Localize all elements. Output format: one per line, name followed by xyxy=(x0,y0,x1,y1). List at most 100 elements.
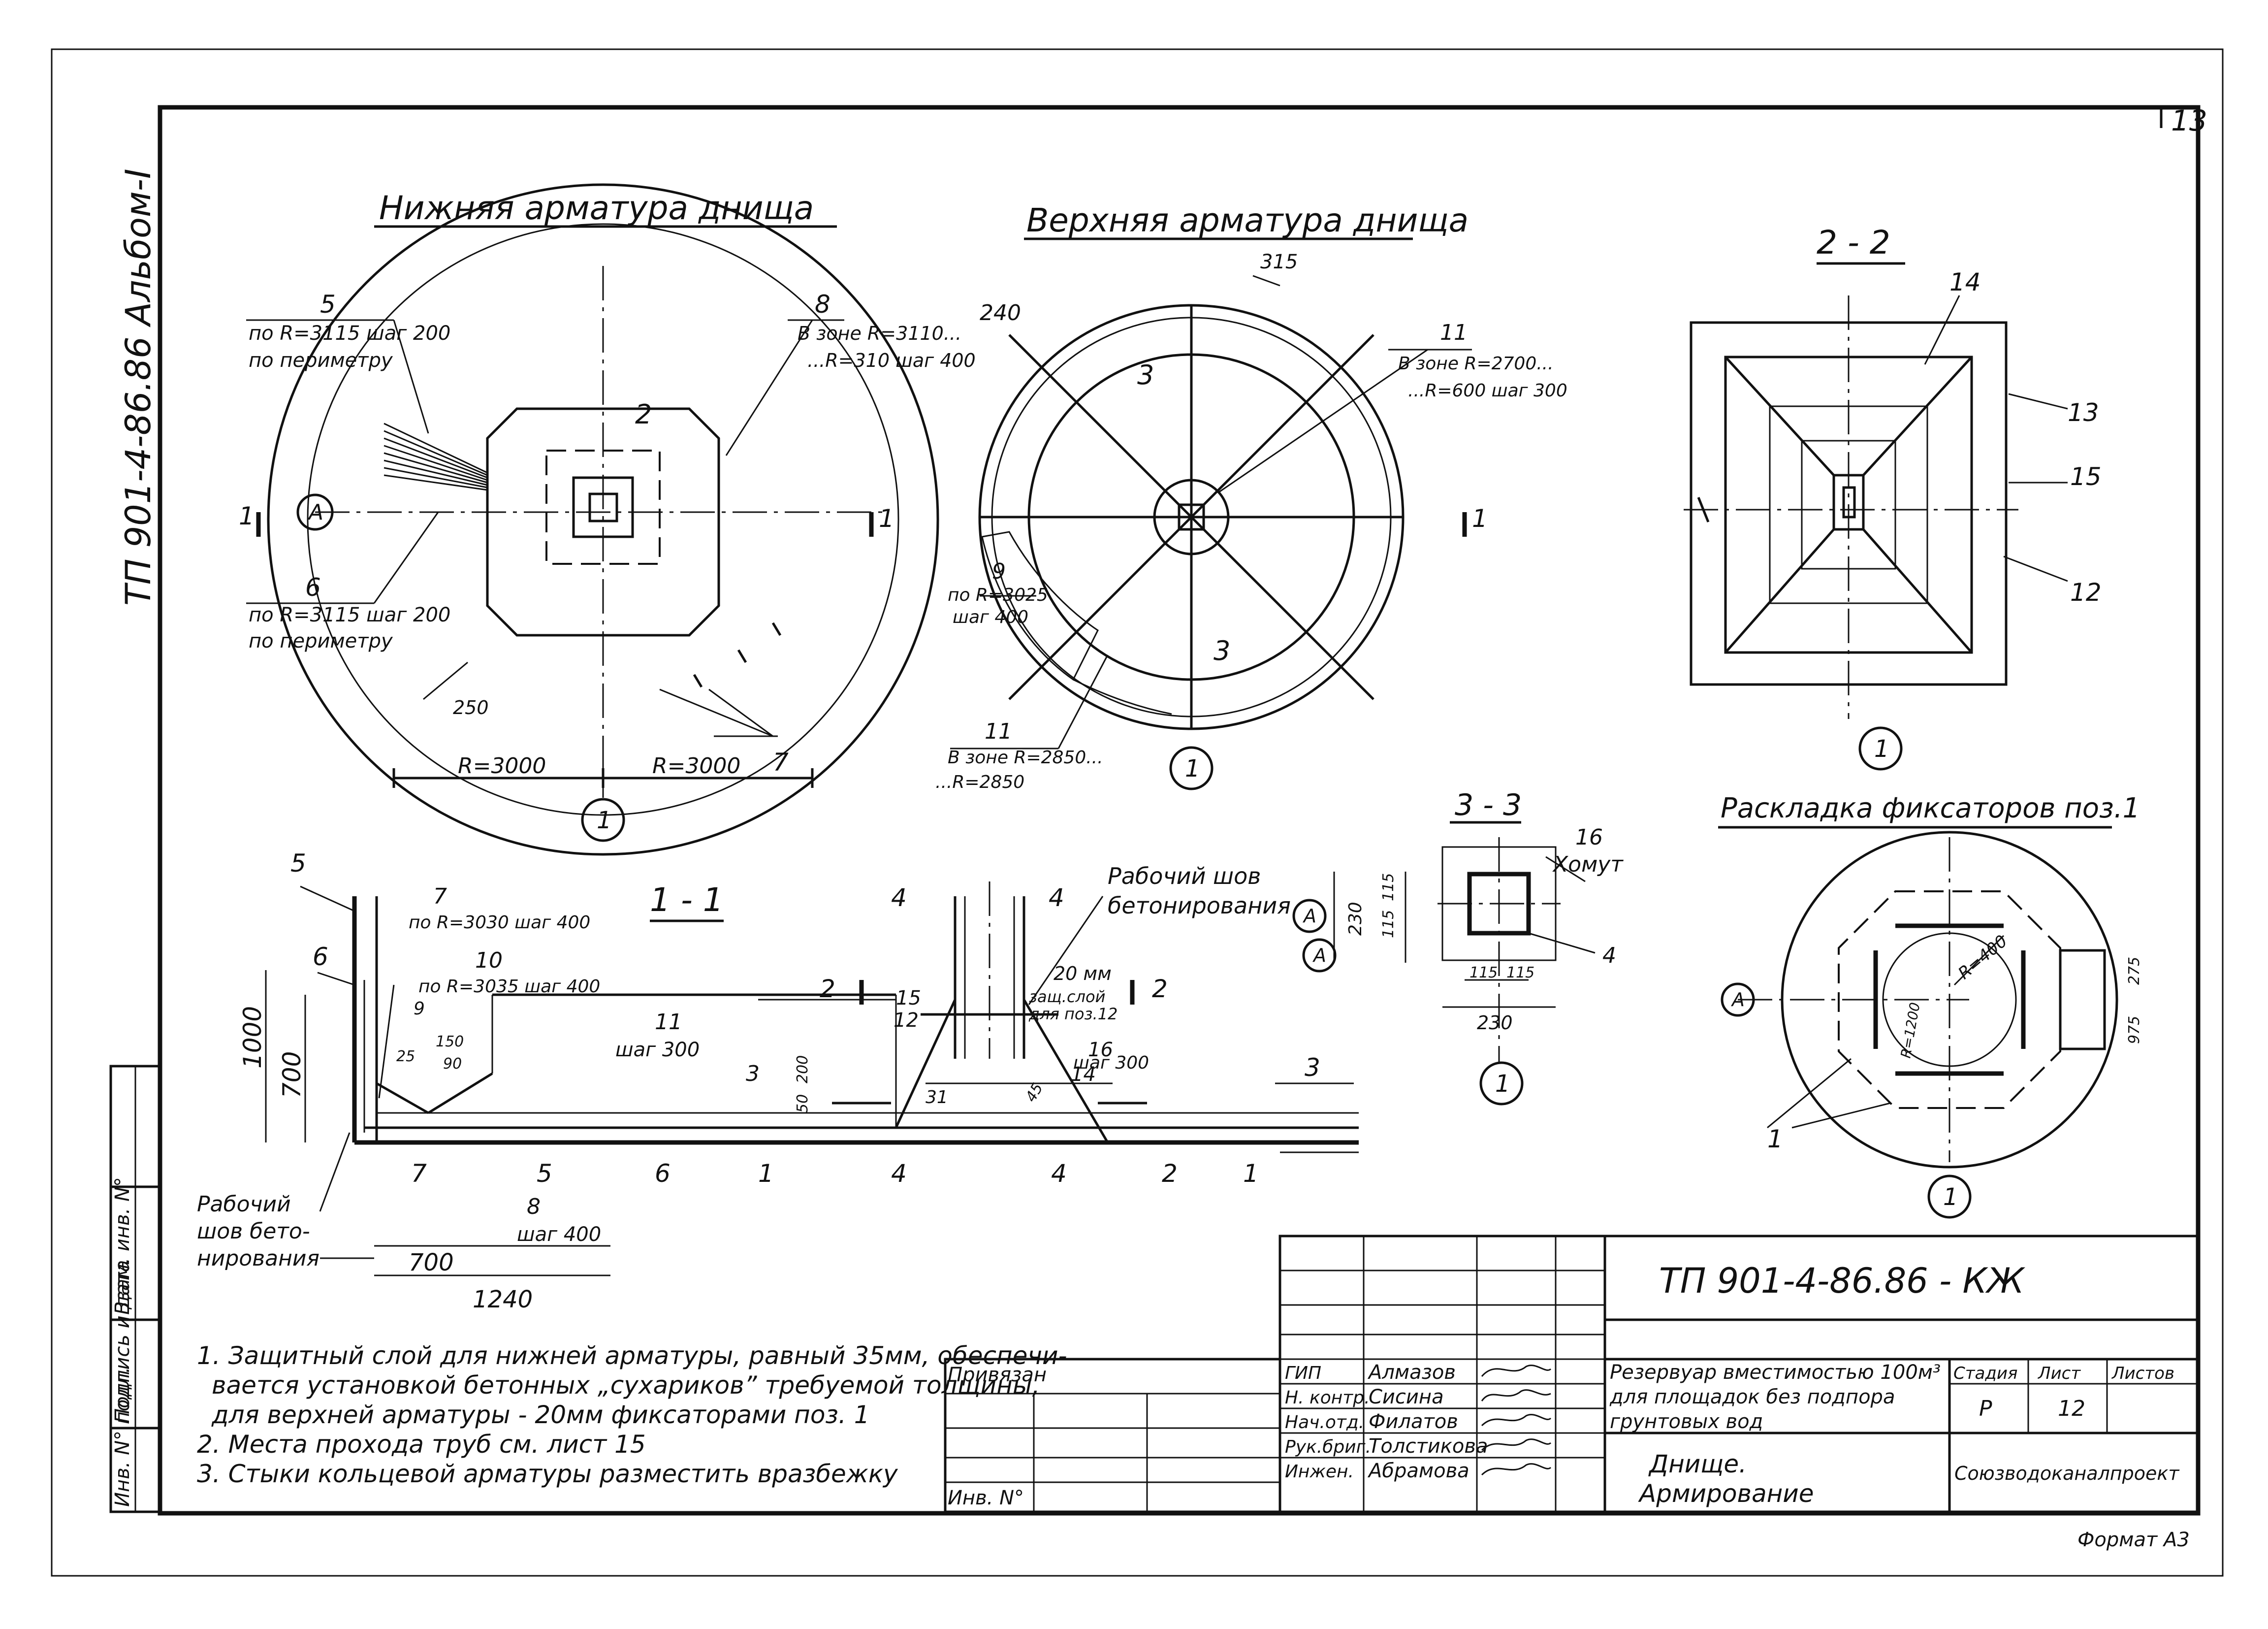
svg-text:11: 11 xyxy=(655,1010,682,1035)
svg-text:700: 700 xyxy=(409,1249,454,1276)
svg-text:3: 3 xyxy=(746,1061,760,1086)
svg-text:по R=3025: по R=3025 xyxy=(948,585,1048,605)
svg-text:бетонирования: бетонирования xyxy=(1108,892,1291,919)
svg-text:7: 7 xyxy=(773,748,789,777)
svg-text:1: 1 xyxy=(879,504,894,533)
svg-text:3: 3 xyxy=(1214,635,1230,666)
svg-text:1240: 1240 xyxy=(473,1286,533,1313)
svg-text:по периметру: по периметру xyxy=(249,630,393,652)
svg-text:13: 13 xyxy=(2068,398,2099,427)
svg-text:R=3000: R=3000 xyxy=(652,753,740,779)
svg-text:...R=600 шаг 300: ...R=600 шаг 300 xyxy=(1408,381,1567,401)
svg-text:шаг 400: шаг 400 xyxy=(517,1223,601,1246)
svg-text:...R=310 шаг 400: ...R=310 шаг 400 xyxy=(807,350,976,371)
svg-text:защ.слой: защ.слой xyxy=(1029,987,1105,1006)
svg-text:Р: Р xyxy=(1979,1396,1992,1421)
svg-text:A: A xyxy=(1730,989,1745,1010)
view-section-1-1: 1 - 1 xyxy=(197,849,1359,1313)
view-section-3-3: 3 - 3 16 Хомут 4 230 115 115 115 115 230… xyxy=(1292,788,1624,1106)
view-section-2-2: 2 - 2 14 13 15 12 1 xyxy=(1684,224,2102,771)
svg-text:1: 1 xyxy=(758,1159,774,1188)
svg-text:В зоне R=2850...: В зоне R=2850... xyxy=(948,748,1103,768)
note-line: 3. Стыки кольцевой арматуры разместить в… xyxy=(197,1460,898,1488)
svg-text:4: 4 xyxy=(891,1159,907,1188)
svg-text:5: 5 xyxy=(320,290,336,319)
svg-text:4: 4 xyxy=(1051,1159,1067,1188)
svg-text:4: 4 xyxy=(1602,943,1616,968)
svg-text:по R=3115 шаг 200: по R=3115 шаг 200 xyxy=(249,604,450,626)
svg-text:4: 4 xyxy=(891,883,907,912)
svg-text:шаг 400: шаг 400 xyxy=(953,607,1028,627)
svg-text:12: 12 xyxy=(894,1009,919,1032)
svg-text:2: 2 xyxy=(1162,1159,1178,1188)
svg-text:R=1200: R=1200 xyxy=(1897,1001,1923,1059)
view-top-reinforcement: Верхняя арматура днища 240 315 3 3 11 В … xyxy=(935,201,1567,792)
svg-text:12: 12 xyxy=(2070,578,2102,607)
view-title-bottom: Нижняя арматура днища xyxy=(379,189,814,227)
note-line: 2. Места прохода труб см. лист 15 xyxy=(197,1430,646,1459)
svg-text:Сисина: Сисина xyxy=(1369,1386,1444,1408)
svg-text:Нач.отд.: Нач.отд. xyxy=(1285,1412,1364,1433)
svg-text:1: 1 xyxy=(1874,735,1889,763)
svg-text:Инжен.: Инжен. xyxy=(1285,1462,1354,1482)
svg-text:Абрамова: Абрамова xyxy=(1367,1460,1469,1482)
svg-text:Взам. инв. N°: Взам. инв. N° xyxy=(111,1177,134,1315)
svg-text:Н. контр.: Н. контр. xyxy=(1285,1388,1370,1408)
svg-text:975: 975 xyxy=(2126,1016,2143,1044)
svg-text:5: 5 xyxy=(537,1159,552,1188)
svg-text:14: 14 xyxy=(1071,1063,1096,1086)
svg-text:3: 3 xyxy=(1305,1053,1320,1082)
svg-text:250: 250 xyxy=(453,697,489,718)
svg-text:Инв. N° подл.: Инв. N° подл. xyxy=(111,1367,134,1507)
svg-text:7: 7 xyxy=(433,884,447,909)
svg-text:15: 15 xyxy=(896,987,921,1010)
svg-text:для поз.12: для поз.12 xyxy=(1028,1005,1118,1023)
note-line: вается установкой бетонных „сухариков” т… xyxy=(212,1371,1040,1400)
svg-text:шаг 300: шаг 300 xyxy=(615,1039,700,1061)
svg-text:по R=3030 шаг 400: по R=3030 шаг 400 xyxy=(409,912,590,933)
svg-text:16: 16 xyxy=(1088,1039,1113,1061)
svg-text:по периметру: по периметру xyxy=(249,349,393,372)
svg-text:...R=2850: ...R=2850 xyxy=(935,772,1024,792)
svg-text:Филатов: Филатов xyxy=(1369,1410,1458,1433)
svg-text:Армирование: Армирование xyxy=(1638,1479,1814,1508)
svg-text:7: 7 xyxy=(411,1159,427,1188)
svg-text:1: 1 xyxy=(1767,1125,1783,1153)
svg-text:по R=3035 шаг 400: по R=3035 шаг 400 xyxy=(418,977,600,997)
svg-text:115: 115 xyxy=(1380,873,1397,901)
svg-text:16: 16 xyxy=(1575,825,1603,850)
svg-text:15: 15 xyxy=(2070,462,2102,491)
svg-text:Привязан: Привязан xyxy=(948,1364,1047,1386)
inner-frame xyxy=(158,105,2201,1516)
svg-text:Рабочий шов: Рабочий шов xyxy=(1108,863,1261,889)
signatures xyxy=(1481,1365,1552,1476)
svg-text:8: 8 xyxy=(815,290,831,319)
svg-text:115: 115 xyxy=(1506,964,1534,981)
svg-text:1: 1 xyxy=(1943,1183,1958,1211)
svg-text:Хомут: Хомут xyxy=(1552,852,1624,877)
drawing-code: ТП 901-4-86.86 - КЖ xyxy=(1659,1261,2025,1301)
svg-text:1: 1 xyxy=(1472,504,1488,533)
svg-text:1: 1 xyxy=(597,807,612,834)
view-title-top: Верхняя арматура днища xyxy=(1026,201,1469,239)
svg-text:Толстикова: Толстикова xyxy=(1369,1435,1488,1458)
svg-text:5: 5 xyxy=(290,849,306,878)
svg-text:11: 11 xyxy=(985,719,1012,744)
svg-text:10: 10 xyxy=(475,948,503,973)
svg-text:Днище.: Днище. xyxy=(1648,1450,1747,1478)
svg-text:для площадок без подпора: для площадок без подпора xyxy=(1609,1386,1895,1408)
svg-text:1: 1 xyxy=(1495,1070,1510,1098)
sheet-number: 13 xyxy=(2171,104,2207,137)
svg-text:Резервуар вместимостью 100м³: Резервуар вместимостью 100м³ xyxy=(1610,1361,1941,1384)
svg-text:6: 6 xyxy=(313,943,328,971)
svg-text:грунтовых вод: грунтовых вод xyxy=(1610,1410,1763,1433)
svg-text:В зоне R=3110...: В зоне R=3110... xyxy=(798,323,961,344)
svg-text:Подпись и дата: Подпись и дата xyxy=(111,1260,134,1423)
svg-text:A: A xyxy=(1312,945,1326,966)
view-fixator-layout: Раскладка фиксаторов поз.1 R=400 R=1200 … xyxy=(1718,792,2143,1219)
svg-text:R=400: R=400 xyxy=(1954,931,2011,983)
svg-text:по R=3115 шаг 200: по R=3115 шаг 200 xyxy=(249,322,450,345)
svg-text:31: 31 xyxy=(926,1087,948,1108)
svg-text:700: 700 xyxy=(278,1051,306,1098)
